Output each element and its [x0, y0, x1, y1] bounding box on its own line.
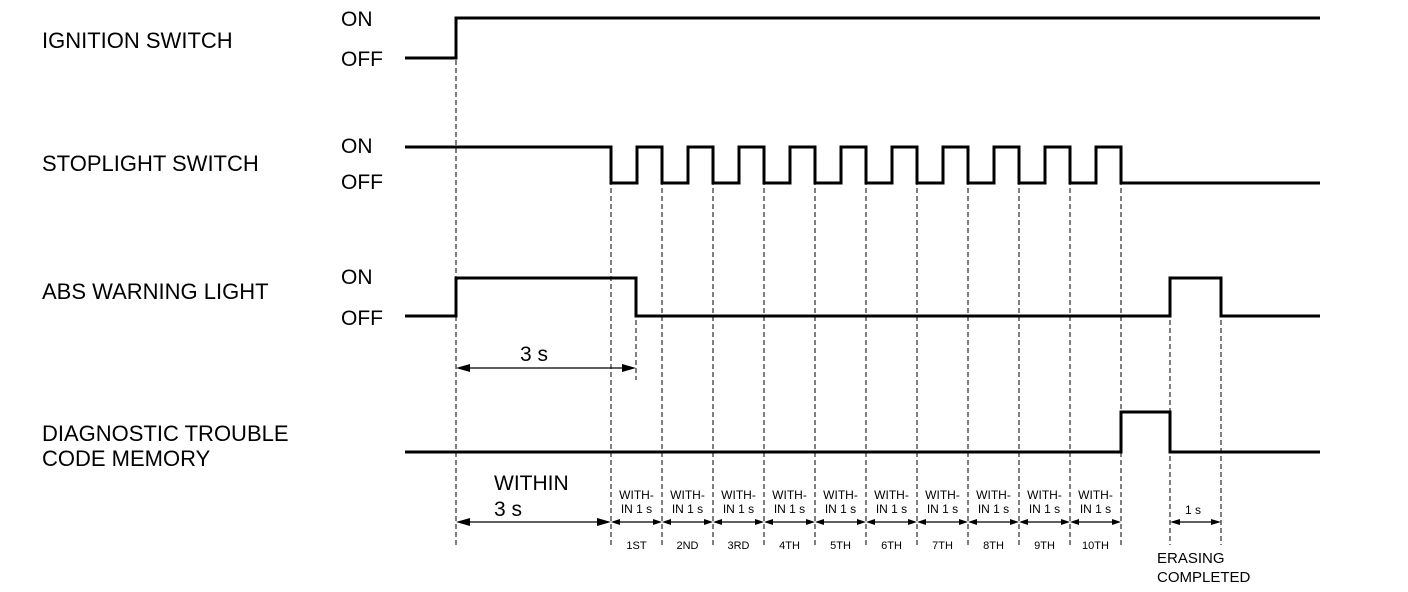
within-1s-arrow-left [1070, 519, 1079, 525]
press-count-label: 2ND [676, 540, 698, 552]
within-1s-arrow-right [653, 519, 662, 525]
within-1s-label-line2: IN 1 s [723, 502, 754, 516]
within-3s-label: 3 s [494, 498, 522, 521]
completed-label: COMPLETED [1157, 569, 1251, 586]
within-1s-arrow-right [1010, 519, 1019, 525]
within-1s-arrow-right [755, 519, 764, 525]
press-count-label: 5TH [830, 540, 851, 552]
within-1s-arrow-left [968, 519, 977, 525]
three-second-label: 3 s [520, 343, 548, 366]
press-count-label: 4TH [779, 540, 800, 552]
ignition-switch-waveform [405, 16, 1320, 60]
within-1s-arrow-right [857, 519, 866, 525]
within-label: WITHIN [494, 472, 569, 495]
within-1s-label-line1: WITH- [1078, 488, 1113, 502]
stoplight-switch-waveform [405, 145, 1320, 185]
within-1s-label-line1: WITH- [874, 488, 909, 502]
within-1s-label-line2: IN 1 s [927, 502, 958, 516]
press-count-label: 3RD [727, 540, 749, 552]
within-1s-label-line2: IN 1 s [672, 502, 703, 516]
within-1s-arrow-right [959, 519, 968, 525]
press-count-label: 7TH [932, 540, 953, 552]
within-1s-arrow-left [917, 519, 926, 525]
within-1s-label-line1: WITH- [721, 488, 756, 502]
within-1s-label-line1: WITH- [1027, 488, 1062, 502]
within-1s-label-line1: WITH- [823, 488, 858, 502]
one-second-dimension [1170, 519, 1221, 525]
within-1s-arrow-left [662, 519, 671, 525]
within-1s-arrow-right [908, 519, 917, 525]
abs-warning-light-label: ABS WARNING LIGHT [42, 279, 269, 304]
abs-warning-light-waveform [405, 276, 1320, 318]
press-count-label: 6TH [881, 540, 902, 552]
press-count-label: 1ST [626, 540, 646, 552]
within-1s-arrow-left [611, 519, 620, 525]
within-3s-dimension [456, 518, 611, 526]
three-second-dimension [456, 364, 636, 372]
guide-lines [455, 20, 1222, 545]
dtc-memory-label-line1: DIAGNOSTIC TROUBLE [42, 421, 289, 446]
stoplight-switch-label: STOPLIGHT SWITCH [42, 151, 259, 176]
within-1s-arrow-left [764, 519, 773, 525]
within-1s-label-line1: WITH- [619, 488, 654, 502]
press-count-labels: 1ST 2ND 3RD 4TH 5TH 6TH 7TH 8TH 9TH 10TH [626, 540, 1109, 552]
erasing-label: ERASING [1157, 550, 1225, 567]
within-1s-label-line1: WITH- [976, 488, 1011, 502]
within-1s-label-line2: IN 1 s [621, 502, 652, 516]
within-1s-label-line2: IN 1 s [825, 502, 856, 516]
dtc-memory-waveform [405, 410, 1320, 454]
ignition-on-label: ON [341, 8, 373, 31]
ignition-off-label: OFF [341, 48, 383, 71]
within-1s-arrow-right [704, 519, 713, 525]
dtc-memory-label-line2: CODE MEMORY [42, 446, 211, 471]
press-count-label: 8TH [983, 540, 1004, 552]
within-1s-arrow-right [806, 519, 815, 525]
within-1s-arrow-left [866, 519, 875, 525]
within-1s-arrow-right [1112, 519, 1121, 525]
stoplight-on-label: ON [341, 135, 373, 158]
within-1s-label-line1: WITH- [925, 488, 960, 502]
press-count-label: 10TH [1082, 540, 1109, 552]
within-1s-arrow-left [713, 519, 722, 525]
press-count-label: 9TH [1034, 540, 1055, 552]
within-1s-label-line2: IN 1 s [978, 502, 1009, 516]
within-1s-arrow-left [815, 519, 824, 525]
ignition-switch-label: IGNITION SWITCH [42, 28, 233, 53]
within-1s-arrow-right [1061, 519, 1070, 525]
within-1s-label-line2: IN 1 s [774, 502, 805, 516]
stoplight-off-label: OFF [341, 171, 383, 194]
within-1s-arrow-left [1019, 519, 1028, 525]
within-1s-label-line2: IN 1 s [1029, 502, 1060, 516]
within-1s-label-line1: WITH- [670, 488, 705, 502]
one-second-label: 1 s [1185, 503, 1201, 517]
within-1s-label-line2: IN 1 s [876, 502, 907, 516]
within-1s-label-line1: WITH- [772, 488, 807, 502]
within-1s-label-line2: IN 1 s [1080, 502, 1111, 516]
abs-on-label: ON [341, 266, 373, 289]
abs-off-label: OFF [341, 307, 383, 330]
